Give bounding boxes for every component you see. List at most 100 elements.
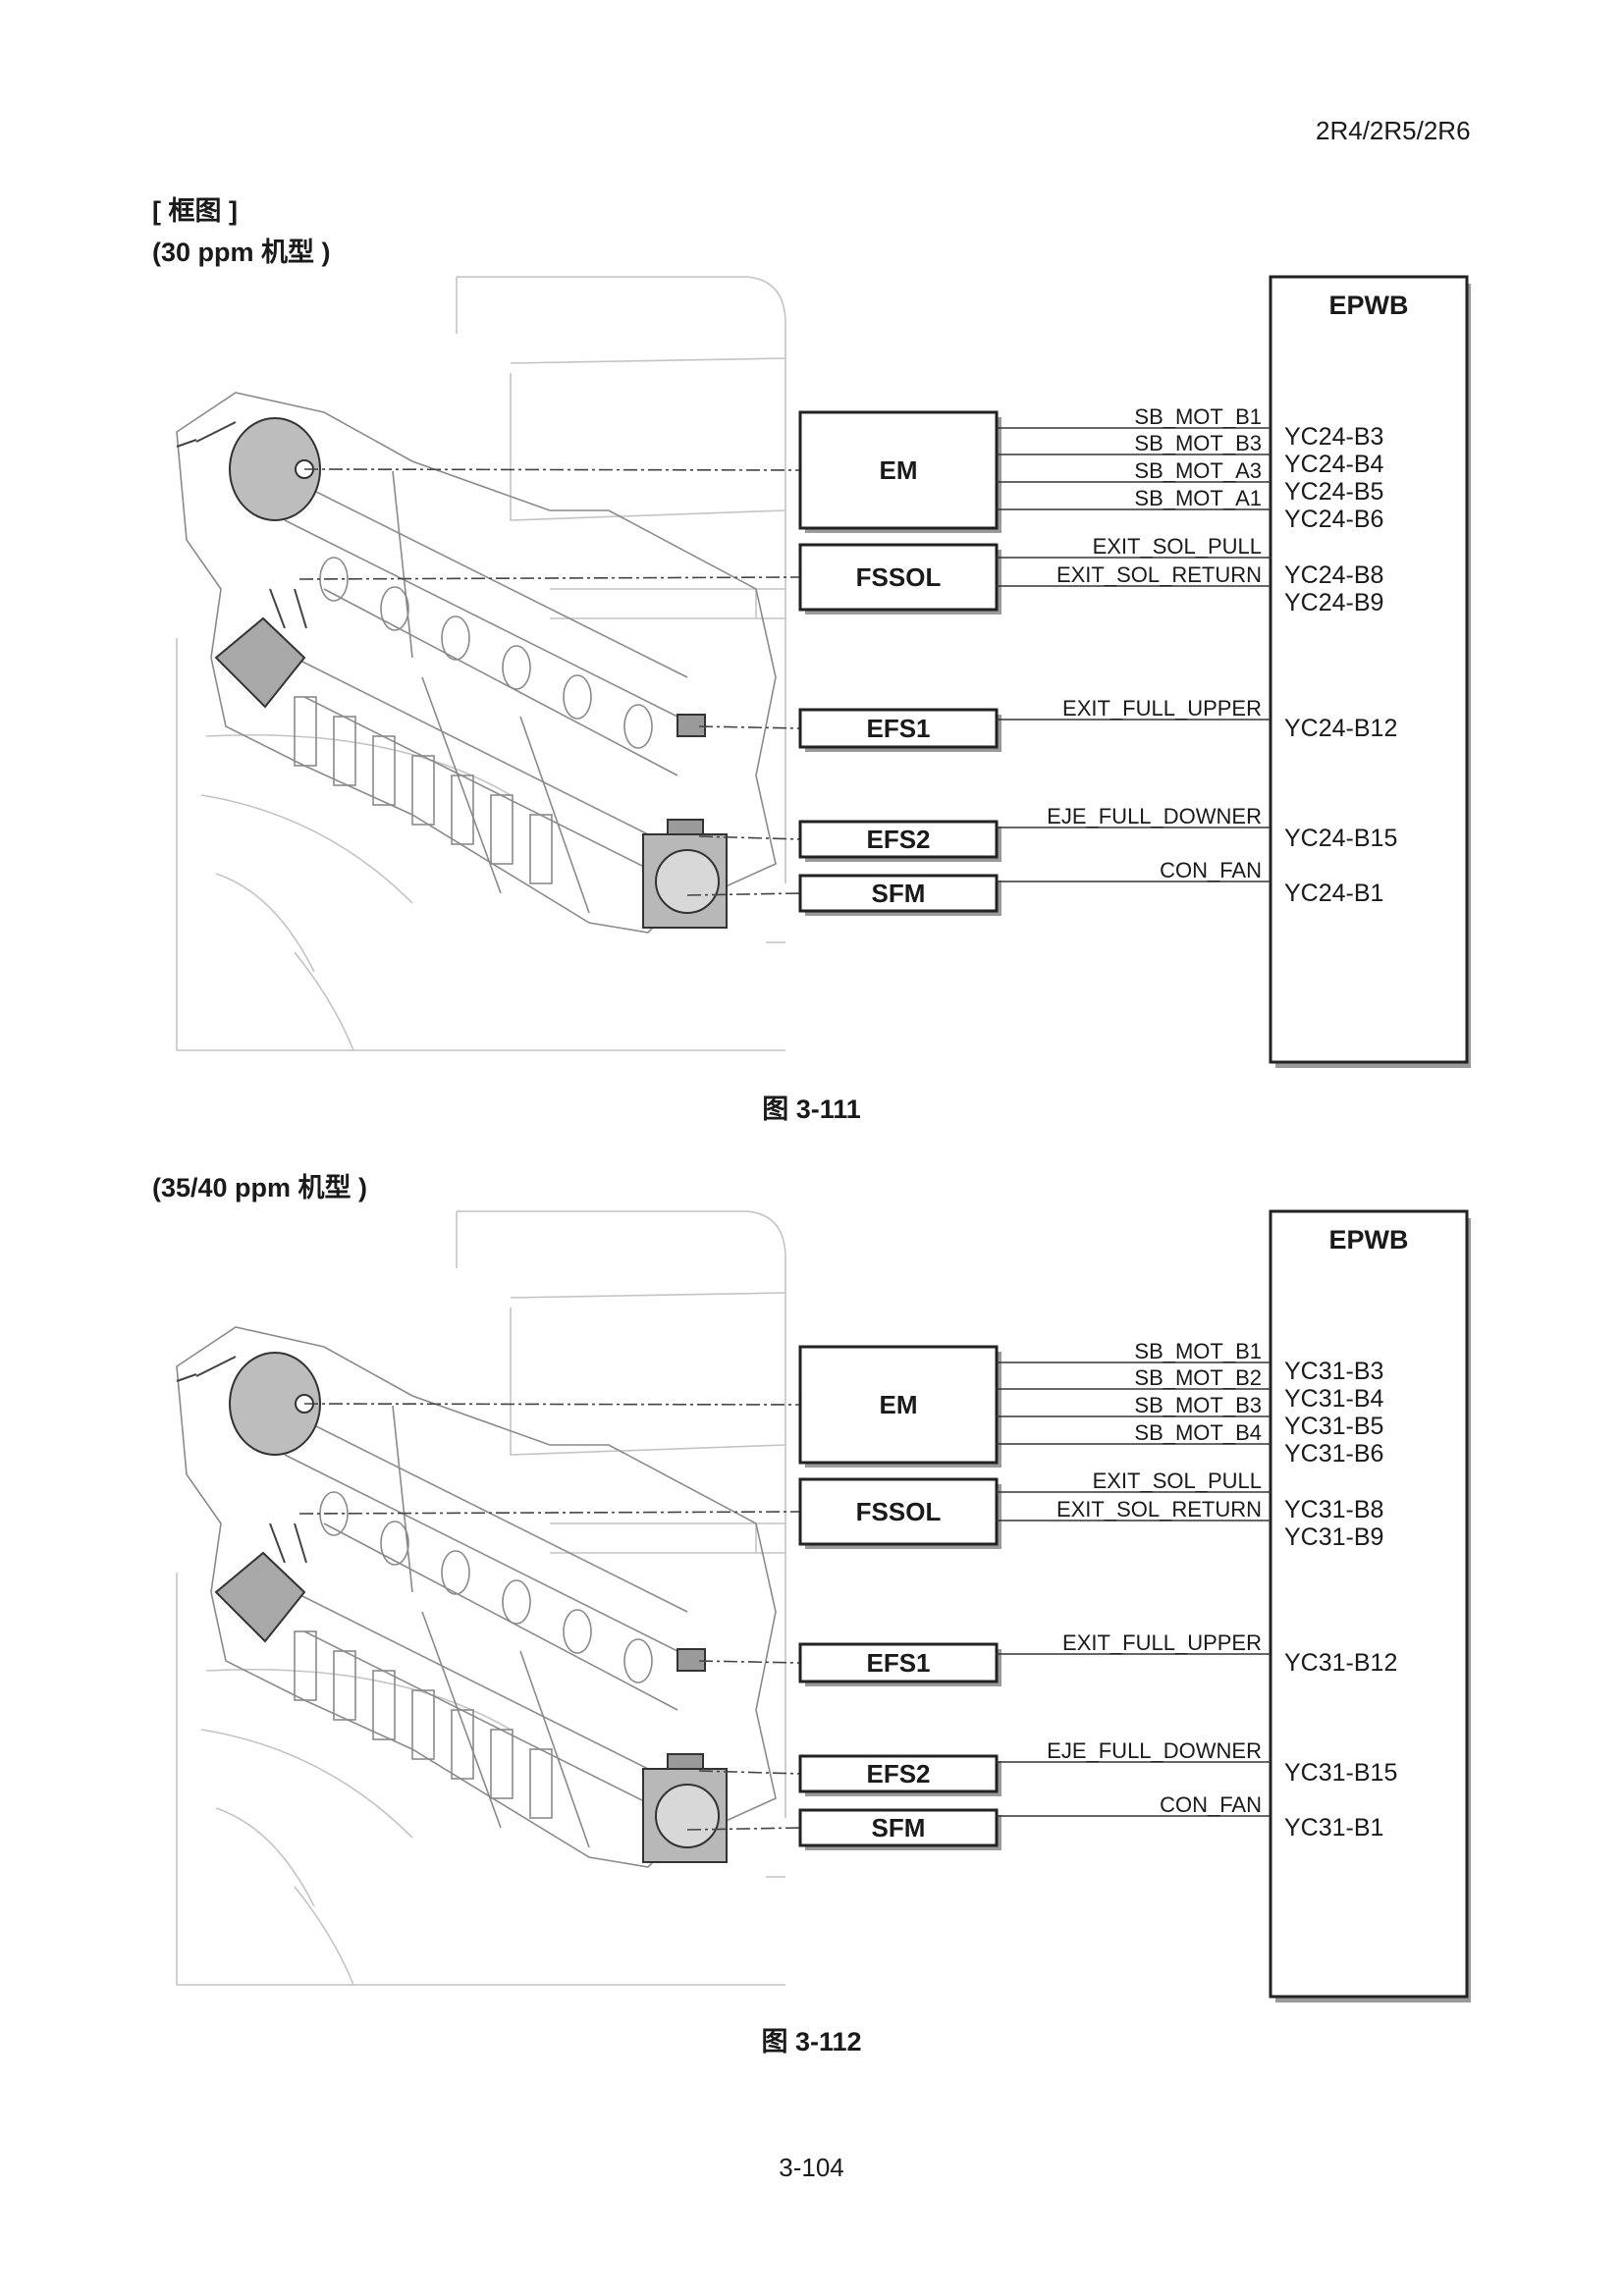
fan-blade [655,1784,720,1848]
fssol-signal-name: EXIT_SOL_PULL [1093,534,1262,559]
paper-guide-rib [451,1709,474,1780]
fssol-box [798,543,999,612]
paper-guide-rib [294,1630,317,1701]
roller-shafts [284,1405,688,1848]
em-label: EM [880,1390,918,1419]
em-pin-label: YC31-B6 [1284,1440,1383,1468]
paper-guide-rib [372,735,396,806]
em-signal-name: SB_MOT_B4 [1134,1420,1262,1445]
efs2-label: EFS2 [866,1759,930,1789]
fssol-pin-label: YC24-B8 [1284,561,1383,589]
em-label: EM [880,455,918,485]
side-cover-outline [550,588,785,943]
efs1-box [798,708,999,749]
fssol-pin-label: YC31-B9 [1284,1523,1383,1551]
page-number: 3-104 [779,2153,844,2182]
em-signal-name: SB_MOT_A3 [1134,458,1262,483]
em-pin-label: YC24-B5 [1284,478,1383,506]
paper-guide-rib [529,814,553,884]
exit-full-sensor-upper [676,1648,706,1672]
paper-guide-rib [490,1729,514,1799]
exit-roller [502,1579,531,1625]
sfm-leader-line [686,1827,801,1831]
em-pin-label: YC31-B5 [1284,1413,1383,1440]
motor-mount-bracket [176,421,237,448]
fssol-pin-label: YC24-B9 [1284,589,1383,616]
fssol-label: FSSOL [856,562,942,592]
feedshift-solenoid [214,1551,306,1643]
exit-motor [229,1352,321,1456]
efs1-signal-name: EXIT_FULL_UPPER [1062,696,1262,721]
figure-caption-3-111: 图 3-111 [762,1095,861,1124]
exit-roller [441,615,470,661]
printer-body-outline [457,1210,786,1818]
fssol-signal-name: EXIT_SOL_RETURN [1056,1497,1262,1522]
efs2-signal-name: EJE_FULL_DOWNER [1047,1738,1262,1763]
fssol-signal-name: EXIT_SOL_RETURN [1056,562,1262,587]
efs1-leader-line [698,725,801,729]
em-signal-name: SB_MOT_A1 [1134,486,1262,510]
paper-guide-rib [490,794,514,865]
efs2-box [798,1754,999,1793]
feedshift-solenoid [214,616,306,709]
diagram1-title: (30 ppm 机型 ) [152,238,331,267]
em-signal-name: SB_MOT_B3 [1134,431,1262,455]
sfm-pin-label: YC24-B1 [1284,880,1383,907]
efs1-pin-label: YC31-B12 [1284,1649,1397,1677]
em-pin-label: YC24-B4 [1284,451,1384,478]
fssol-box [798,1477,999,1546]
paper-guide-rib [529,1748,553,1819]
scanner-top-outline [456,1211,786,1456]
efs1-label: EFS1 [866,714,930,743]
efs1-box [798,1642,999,1683]
roller-shafts [284,470,688,914]
sfm-label: SFM [872,879,926,908]
em-signal-name: SB_MOT_B1 [1134,404,1262,429]
paper-guide-rib [372,1670,396,1740]
solenoid-plunger [269,1522,307,1564]
printer-body-outline [457,276,786,883]
exit-full-sensor-upper [676,714,706,737]
em-pin-label: YC31-B3 [1284,1358,1383,1385]
diagram2-title: (35/40 ppm 机型 ) [152,1173,368,1202]
block-diagram-30ppm: EPWB EM SB_MOT_B1SB_MOT_B3SB_MOT_A3SB_MOT_… [176,275,1471,1068]
paper-guide-rib [411,1689,435,1760]
exit-roller [441,1550,470,1595]
exit-roller [563,674,592,720]
fssol-leader-line [298,1511,801,1515]
paper-guide-rib [451,774,474,845]
em-box [798,1345,999,1465]
fssol-signal-name: EXIT_SOL_PULL [1093,1468,1262,1493]
sfm-label: SFM [872,1813,926,1842]
efs2-leader-line [698,835,801,840]
efs1-signal-name: EXIT_FULL_UPPER [1062,1630,1262,1655]
model-code: 2R4/2R5/2R6 [1316,116,1471,145]
em-pin-label: YC31-B4 [1284,1385,1384,1413]
sfm-box [798,1808,999,1847]
output-tray-outline [176,1573,785,1986]
exit-motor [229,417,321,521]
figure-caption-3-112: 图 3-112 [761,2027,862,2056]
epwb-board [1269,1209,1469,1999]
sfm-signal-name: CON_FAN [1160,1792,1262,1817]
solenoid-plunger [269,588,307,629]
efs2-label: EFS2 [866,825,930,854]
block-diagram-35-40ppm: EPWBEMSB_MOT_B1SB_MOT_B2SB_MOT_B3SB_MOT_… [176,1209,1471,2002]
sfm-box [798,874,999,913]
efs2-signal-name: EJE_FULL_DOWNER [1047,804,1262,828]
em-leader-line [303,1403,801,1406]
em-signal-name: SB_MOT_B1 [1134,1339,1262,1363]
fssol-label: FSSOL [856,1497,942,1526]
side-cover-outline [550,1522,785,1878]
efs2-pin-label: YC31-B15 [1284,1759,1397,1787]
efs2-pin-label: YC24-B15 [1284,825,1397,852]
fan-blade [655,849,720,914]
epwb-label: EPWB [1329,291,1409,320]
exit-roller [563,1609,592,1654]
section-title: [ 框图 ] [152,196,238,226]
paper-guide-rib [333,716,356,786]
efs2-leader-line [698,1770,801,1775]
efs1-pin-label: YC24-B12 [1284,715,1397,742]
exit-roller [380,1521,409,1566]
sfm-signal-name: CON_FAN [1160,858,1262,882]
